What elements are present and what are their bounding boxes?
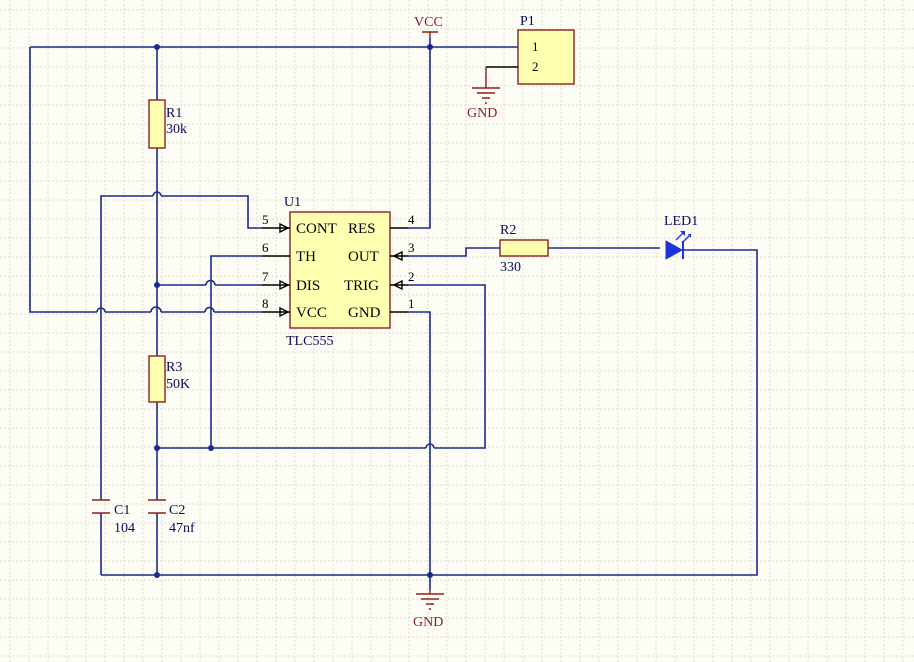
r3-designator: R3	[166, 360, 182, 375]
r2-designator: R2	[500, 223, 516, 238]
c1-value: 104	[114, 521, 135, 536]
out-arrow-icon	[392, 250, 403, 262]
pin-label-trig: TRIG	[344, 278, 379, 294]
junction-dot	[154, 44, 160, 50]
pin-number-th: 6	[262, 240, 269, 255]
p1-pin2-label: 2	[532, 59, 539, 74]
vcc-bar-icon	[422, 31, 438, 38]
c2-capacitor[interactable]: C2 47nf	[148, 499, 195, 536]
junction-dot	[427, 44, 433, 50]
r2-body	[499, 239, 549, 257]
wire-crossover-cont	[152, 191, 162, 197]
u1-designator: U1	[284, 195, 301, 210]
u1-right-pin-lines	[390, 227, 408, 313]
pin-label-res: RES	[348, 221, 376, 237]
pin-label-vcc: VCC	[296, 305, 327, 321]
u1-value: TLC555	[286, 334, 333, 349]
r1-designator: R1	[166, 106, 182, 121]
p1-connector[interactable]: P1 1 2	[486, 14, 575, 85]
r1-value: 30k	[166, 122, 187, 137]
wire-bottom-rail	[101, 249, 758, 576]
r1-resistor[interactable]: R1 30k	[148, 99, 187, 149]
wire-crossover-dis	[205, 279, 216, 286]
pin-number-dis: 7	[262, 269, 269, 284]
pin-label-out: OUT	[348, 249, 379, 265]
gnd-top-label: GND	[467, 106, 497, 121]
led1-designator: LED1	[664, 214, 698, 229]
pin-number-trig: 2	[408, 269, 415, 284]
pin-number-cont: 5	[262, 212, 269, 227]
gnd-bottom-label: GND	[413, 615, 443, 630]
wire-out-r2	[408, 247, 500, 257]
junction-dot	[427, 572, 433, 578]
c2-plates	[148, 499, 166, 514]
p1-body	[517, 29, 575, 85]
pin-number-out: 3	[408, 240, 415, 255]
led-ray-arrowheads	[680, 231, 691, 238]
led-triangle-icon	[665, 240, 684, 260]
wire-left-loop	[29, 47, 97, 313]
r1-body	[148, 99, 166, 149]
vcc-power-port[interactable]: VCC	[414, 15, 443, 38]
pin-number-gnd: 1	[408, 296, 415, 311]
c2-designator: C2	[169, 503, 185, 518]
cont-arrow-icon	[279, 222, 290, 234]
wire-gnd-pin1	[408, 311, 431, 590]
r2-value: 330	[500, 260, 521, 275]
gnd-top-port[interactable]: GND	[467, 67, 500, 121]
p1-designator: P1	[520, 14, 535, 29]
vcc-label: VCC	[414, 15, 443, 30]
r2-resistor[interactable]: R2 330	[499, 223, 549, 275]
ground-bottom-icon	[416, 590, 444, 610]
r3-resistor[interactable]: R3 50K	[148, 355, 190, 403]
u1-left-pin-lines	[262, 227, 290, 313]
gnd-bottom-port[interactable]: GND	[413, 590, 444, 630]
dis-arrow-icon	[279, 279, 290, 291]
wire-c1-cont	[100, 195, 262, 500]
junction-dot	[154, 572, 160, 578]
pin-number-res: 4	[408, 212, 415, 227]
pin-number-vcc: 8	[262, 296, 269, 311]
junction-dot	[154, 445, 160, 451]
u1-ic[interactable]: U1 TLC555 CONT TH DIS VCC RES OUT TRIG G…	[262, 195, 415, 349]
vcc-arrow-icon	[279, 306, 290, 318]
led1-diode[interactable]: LED1	[664, 214, 700, 260]
r3-value: 50K	[166, 377, 190, 392]
wire-trig	[157, 284, 486, 449]
c2-value: 47nf	[169, 521, 195, 536]
r3-body	[148, 355, 166, 403]
u1-body	[289, 211, 391, 329]
wire-vcc-res	[408, 38, 431, 229]
c1-capacitor[interactable]: C1 104	[92, 499, 135, 536]
junction-dot	[154, 282, 160, 288]
junctions	[154, 44, 433, 578]
ground-top-icon	[472, 67, 500, 104]
pin-label-dis: DIS	[296, 278, 320, 294]
c1-designator: C1	[114, 503, 130, 518]
pin-label-gnd: GND	[348, 305, 381, 321]
p1-pin1-label: 1	[532, 39, 539, 54]
pin-label-cont: CONT	[296, 221, 337, 237]
wire-th	[210, 255, 262, 448]
trig-arrow-icon	[392, 279, 403, 291]
c1-plates	[92, 499, 110, 514]
junction-dot	[208, 445, 214, 451]
pin-label-th: TH	[296, 249, 316, 265]
